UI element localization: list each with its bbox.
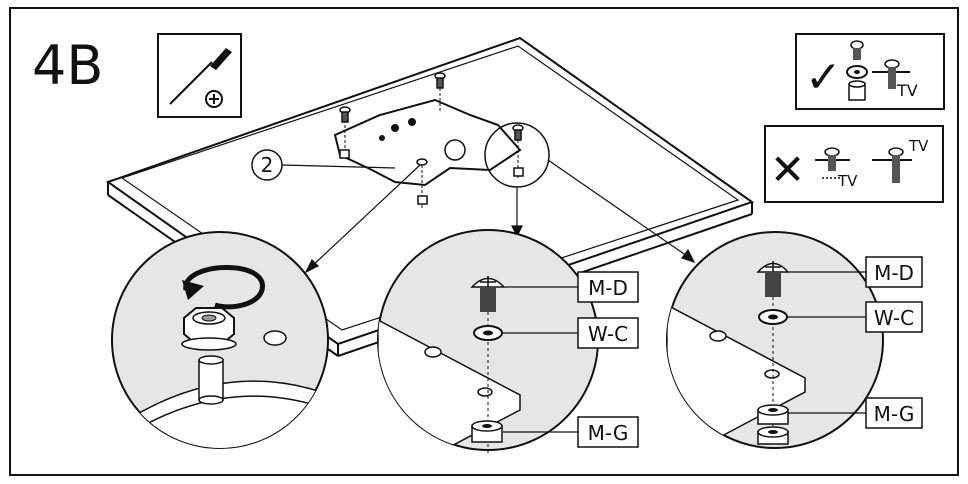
svg-text:2: 2 — [261, 153, 274, 177]
part-label-wc-2: W-C — [865, 301, 923, 333]
screw-too-short-icon: TV — [815, 147, 858, 190]
washer-icon — [758, 309, 788, 325]
wall-mount-plate — [333, 72, 524, 210]
phillips-screwdriver-icon — [169, 48, 232, 108]
correct-usage-panel: ✓ TV — [795, 33, 945, 110]
part-label-mg-2: M-G — [865, 397, 923, 429]
callout-number: 2 — [251, 149, 396, 181]
screw-washer-spacer-icon — [846, 40, 868, 101]
page-border — [9, 7, 959, 476]
svg-text:M-D: M-D — [588, 276, 628, 300]
svg-text:TV: TV — [837, 172, 858, 190]
svg-text:M-D: M-D — [874, 261, 914, 285]
tool-box — [157, 33, 242, 118]
detail-circle-standard-stack — [377, 229, 599, 455]
part-label-md-1: M-D — [577, 271, 639, 303]
screw-icon — [470, 276, 506, 312]
incorrect-usage-panel: ✕ TV TV — [764, 125, 944, 203]
spacer-icon — [471, 420, 503, 443]
screw-too-long-icon: TV — [872, 137, 929, 183]
leader-arrows — [304, 159, 696, 274]
spacer-icon — [198, 355, 224, 405]
washer-icon — [473, 325, 503, 341]
check-mark-icon: ✓ — [805, 52, 842, 103]
step-number: 4B — [32, 34, 103, 97]
part-label-mg-1: M-G — [577, 416, 639, 448]
flange-nut-icon — [181, 307, 237, 351]
part-label-md-2: M-D — [865, 256, 923, 288]
svg-text:M-G: M-G — [588, 421, 629, 445]
screw-icon — [756, 261, 790, 297]
spacer-icon — [757, 404, 789, 425]
svg-text:W-C: W-C — [588, 322, 628, 346]
cross-mark-icon: ✕ — [770, 145, 805, 194]
detail-circle-nut-tightening — [111, 231, 329, 449]
part-label-wc-1: W-C — [577, 317, 639, 349]
detail-circle-double-spacer-stack — [666, 231, 884, 449]
svg-text:TV: TV — [908, 137, 929, 155]
screw-into-tv-icon: TV — [872, 59, 918, 100]
rotate-arrow-icon — [182, 265, 265, 310]
svg-text:TV: TV — [896, 81, 918, 100]
svg-text:M-G: M-G — [874, 402, 915, 426]
svg-text:W-C: W-C — [874, 306, 914, 330]
spacer-icon — [757, 426, 789, 445]
